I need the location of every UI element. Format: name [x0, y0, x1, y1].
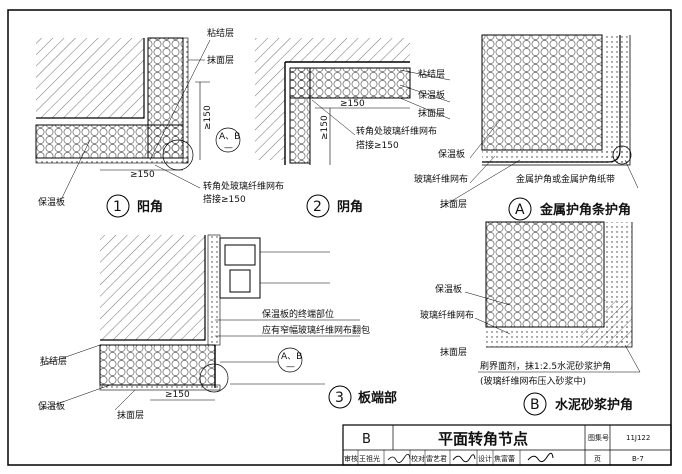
mesh-note: 转角处玻璃纤维网布 [203, 180, 284, 192]
detail-number: 1 [113, 199, 122, 215]
ref-sub: — [224, 143, 233, 153]
label-mesh: 玻璃纤维网布 [414, 173, 468, 185]
overlap-note: 搭接≥150 [203, 193, 246, 205]
detail-number: 3 [335, 390, 344, 406]
detail-number: 2 [313, 199, 322, 215]
note-mortar: 刷界面剂，抹1:2.5水泥砂浆护角 [480, 360, 611, 372]
dim-horizontal: ≥150 [130, 170, 155, 180]
designer-name: 焦富蕾 [494, 454, 515, 463]
label-bond-layer: 粘结层 [418, 68, 445, 80]
design-label: 设计 [478, 454, 492, 463]
detail-a-metal-corner: 保温板 玻璃纤维网布 金属护角或金属护角纸带 抹面层 A 金属护角条护角 [414, 34, 639, 221]
label-metal-corner: 金属护角或金属护角纸带 [516, 173, 615, 185]
detail-title: 水泥砂浆护角 [555, 397, 633, 413]
window-frame-profile [219, 237, 330, 299]
label-insulation: 保温板 [438, 148, 465, 160]
section-letter: B [362, 432, 371, 447]
label-finish-layer: 抹面层 [117, 409, 144, 421]
dim-horizontal: ≥150 [165, 390, 190, 400]
detail-1-external-corner: 粘结层 抹面层 ≥150 A、B — 保温板 ≥150 转角处玻璃纤维网布 搭接… [35, 27, 284, 218]
detail-title: 阴角 [337, 199, 363, 215]
reviewer-name: 王祖光 [359, 454, 380, 463]
title-block: B 平面转角节点 图集号 11J122 审核 王祖光 校对 雷艺君 设计 焦富蕾… [342, 424, 672, 466]
label-insulation: 保温板 [38, 196, 65, 208]
detail-letter: A [515, 202, 525, 218]
detail-title: 阳角 [137, 199, 163, 215]
proof-label: 校对 [411, 454, 425, 463]
sheet-title: 平面转角节点 [438, 430, 528, 448]
detail-3-board-end: 粘结层 保温板 抹面层 ≥150 保温板的终端部位 应有窄幅玻璃纤维网布翻包 A… [38, 234, 397, 421]
dim-horizontal: ≥150 [340, 99, 365, 109]
dim-vertical: ≥150 [320, 115, 330, 140]
note-board-end: 保温板的终端部位 [262, 308, 334, 320]
label-finish-layer: 抹面层 [440, 198, 467, 210]
detail-title: 板端部 [358, 390, 397, 406]
detail-b-mortar-corner: 保温板 玻璃纤维网布 抹面层 刷界面剂，抹1:2.5水泥砂浆护角 (玻璃纤维网布… [420, 221, 641, 416]
note-mesh-pressed: (玻璃纤维网布压入砂浆中) [480, 375, 586, 387]
label-mesh: 玻璃纤维网布 [420, 309, 474, 321]
sheet-border [7, 9, 672, 466]
designer-signature [527, 452, 554, 463]
reviewer-signature [387, 453, 411, 463]
detail-title: 金属护角条护角 [539, 202, 631, 218]
page-label: 页 [594, 455, 601, 463]
proofer-signature [452, 454, 476, 463]
ref-ab: A、B [281, 352, 302, 362]
dim-vertical: ≥150 [203, 105, 213, 130]
mesh-note: 转角处玻璃纤维网布 [356, 125, 437, 137]
label-finish-layer: 抹面层 [440, 346, 467, 358]
label-bond-layer: 粘结层 [207, 27, 234, 39]
ref-ab: A、B [219, 132, 240, 142]
label-insulation: 保温板 [435, 283, 462, 295]
atlas-label: 图集号 [588, 433, 609, 442]
label-finish-layer: 抹面层 [207, 54, 234, 66]
detail-2-internal-corner: 粘结层 保温板 抹面层 ≥150 ≥150 转角处玻璃纤维网布 搭接≥150 2… [255, 38, 451, 218]
label-insulation: 保温板 [418, 89, 445, 101]
label-bond-layer: 粘结层 [40, 355, 67, 367]
note-mesh-wrap: 应有窄幅玻璃纤维网布翻包 [262, 324, 370, 336]
ref-sub: — [286, 362, 295, 372]
atlas-number: 11J122 [626, 434, 650, 442]
overlap-note: 搭接≥150 [356, 139, 399, 151]
detail-letter: B [530, 397, 540, 413]
label-finish-layer: 抹面层 [418, 107, 445, 119]
proofer-name: 雷艺君 [426, 455, 447, 463]
page-number: B-7 [632, 455, 644, 463]
label-insulation: 保温板 [38, 400, 65, 412]
review-label: 审核 [344, 454, 358, 463]
